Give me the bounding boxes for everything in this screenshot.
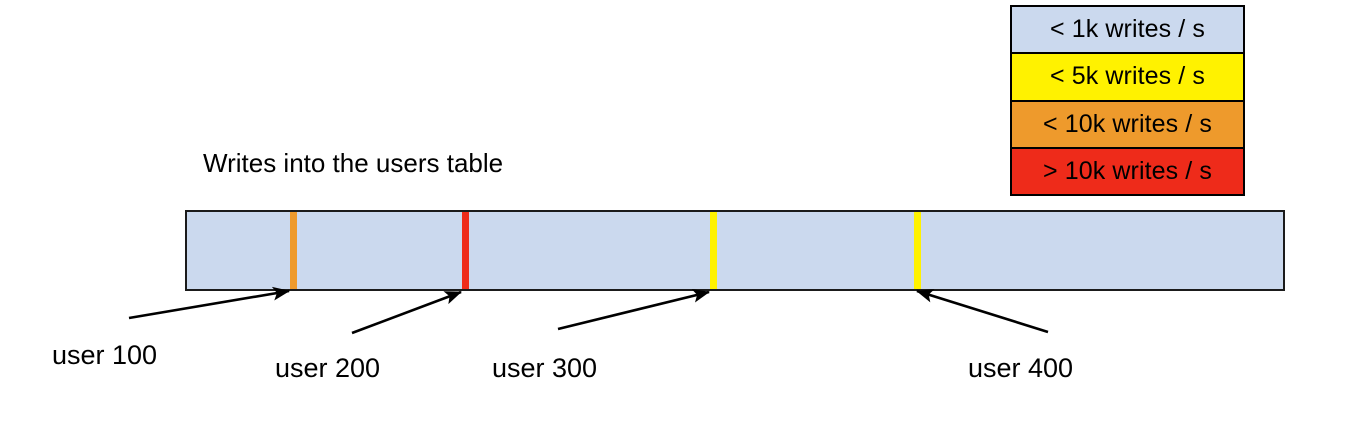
legend-row-label: < 1k writes / s [1049, 15, 1205, 44]
user-200-stripe [462, 212, 469, 289]
write-rate-legend: < 1k writes / s < 5k writes / s < 10k writ… [1010, 5, 1245, 196]
users-table-bar [185, 210, 1285, 291]
page-title: Writes into the users table [203, 148, 504, 178]
callout-arrow-2 [351, 290, 462, 335]
legend-row-3[interactable]: < 10k writes / s [1010, 99, 1245, 149]
legend-row-label: < 10k writes / s [1042, 109, 1213, 138]
legend-row-1[interactable]: < 1k writes / s [1010, 5, 1245, 55]
legend-row-label: > 10k writes / s [1042, 156, 1213, 185]
callout-label-1: user 100 [52, 340, 158, 370]
callout-arrow-4 [916, 289, 1049, 334]
legend-row-label: < 5k writes / s [1049, 62, 1205, 91]
callout-arrow-3 [557, 289, 711, 331]
legend-row-2[interactable]: < 5k writes / s [1010, 52, 1245, 102]
user-300-stripe [710, 212, 717, 289]
callout-label-3: user 300 [492, 353, 598, 383]
legend-row-4[interactable]: > 10k writes / s [1010, 146, 1245, 196]
callout-arrow-1 [128, 286, 291, 320]
user-100-stripe [290, 212, 297, 289]
callout-label-4: user 400 [968, 353, 1074, 383]
callout-label-2: user 200 [275, 353, 381, 383]
user-400-stripe [914, 212, 921, 289]
